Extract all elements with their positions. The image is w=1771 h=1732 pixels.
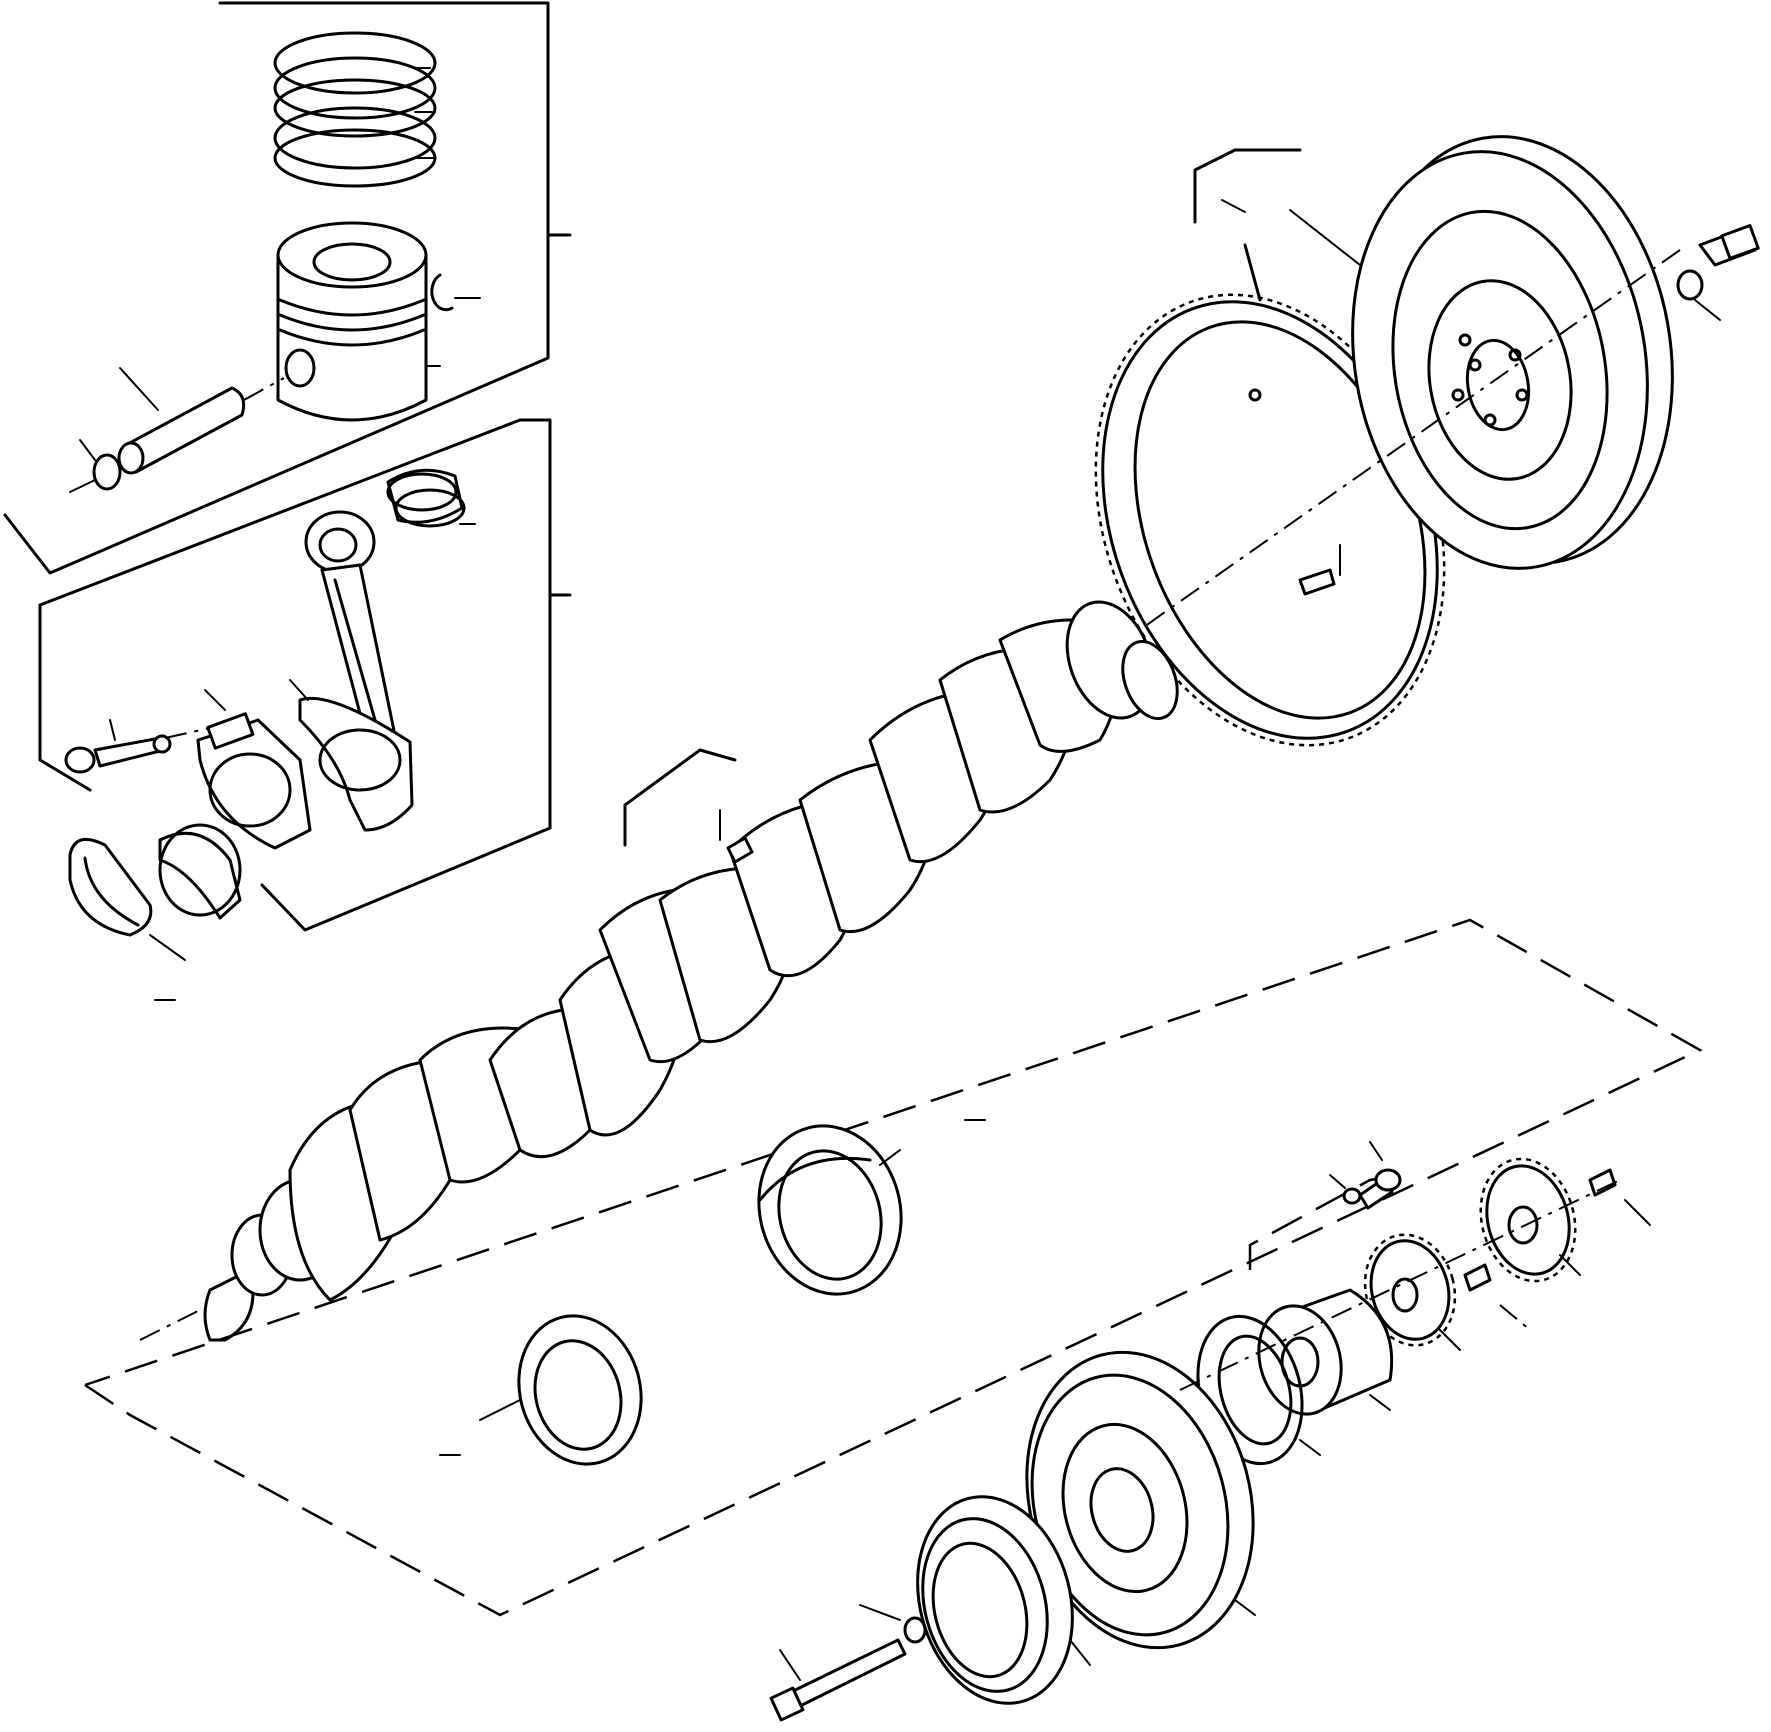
crankshaft-bracket — [623, 748, 737, 847]
main-bearing-upper — [757, 1119, 986, 1296]
piston — [276, 221, 441, 422]
crankshaft-pulley — [916, 1495, 1091, 1705]
main-bearings-group — [84, 918, 1703, 1617]
piston-rings — [273, 31, 437, 188]
flywheel-dowel — [1298, 544, 1341, 596]
gear-dowel — [1588, 1168, 1651, 1226]
crankshaft-axis — [1039, 249, 1681, 701]
front-axis — [1179, 1179, 1621, 1391]
circlip-left — [69, 439, 122, 493]
crankshaft-pulley-hub — [1257, 1288, 1394, 1416]
connecting-rod — [289, 510, 414, 832]
flywheel — [1289, 135, 1674, 570]
crankshaft — [139, 600, 1179, 1342]
small-bolt-and-washer — [1329, 1141, 1402, 1210]
flywheel-bolt — [1676, 224, 1760, 321]
connecting-rod-bracket — [38, 418, 572, 932]
big-end-bearing-shells — [68, 823, 242, 1001]
key-pin — [1463, 1263, 1531, 1331]
piston-group-bracket — [3, 1, 572, 575]
crankshaft-gear-large — [1479, 1157, 1581, 1283]
flywheel-bracket — [1193, 148, 1302, 302]
pulley-bolt — [769, 1604, 927, 1722]
small-end-bush — [386, 468, 476, 528]
main-bearing-lower — [439, 1314, 643, 1466]
rod-bolt-and-nut — [64, 719, 211, 774]
rod-cap — [196, 689, 312, 850]
piston-pin — [117, 367, 285, 475]
circlip-right — [430, 273, 481, 312]
crankshaft-gear-small — [1363, 1233, 1461, 1351]
crankshaft-dowel — [719, 809, 754, 864]
